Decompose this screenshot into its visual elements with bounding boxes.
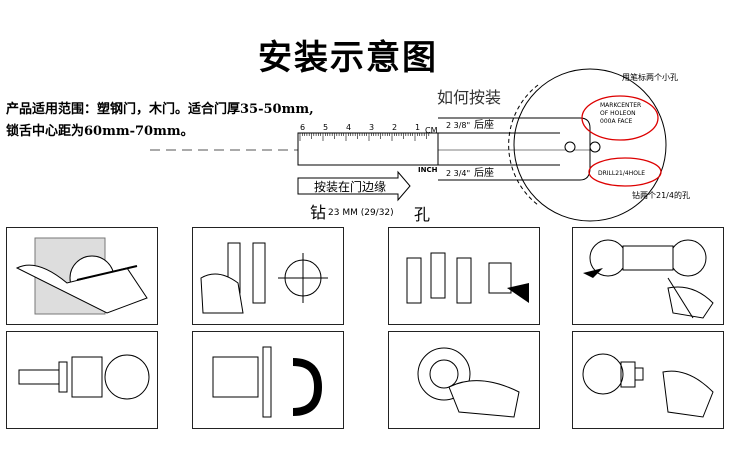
lock-chassis: [212, 356, 259, 398]
spindle: [634, 367, 644, 381]
product-scope-text: 产品适用范围：塑钢门，木门。适合门厚35-50mm,: [6, 102, 314, 117]
mark-hole: [564, 141, 576, 153]
ruler-cm-tick-label: 1: [415, 123, 420, 132]
inner-dashed-arc: [508, 84, 539, 206]
ruler: [297, 132, 439, 166]
ruler-ticks: [299, 133, 430, 141]
step-panel-6: [192, 331, 344, 429]
step-panel-4: [572, 227, 724, 325]
mark-center-ellipse: [581, 95, 659, 141]
mark-hole: [589, 141, 601, 153]
step-panel-8: [572, 331, 724, 429]
hand-icon: [662, 370, 714, 418]
backset-top-label: 后座: [474, 118, 494, 131]
install-edge-arrow: [297, 170, 411, 202]
page-title: 安装示意图: [258, 38, 438, 78]
drill-hole-ellipse: [588, 157, 662, 187]
backset-bottom-label: 后座: [474, 166, 494, 179]
knob-circle: [104, 354, 150, 400]
latch-plate: [430, 252, 446, 299]
ruler-cm-tick-label: 5: [323, 123, 328, 132]
drill-suffix: 孔: [414, 205, 430, 224]
drill-note: 钻两个21/4的孔: [632, 190, 690, 200]
ruler-cm-tick-label: 6: [300, 123, 305, 132]
step-panel-3: [388, 227, 540, 325]
backset-bottom-value: 2 3/4": [446, 169, 470, 178]
ruler-cm-tick-label: 3: [369, 123, 374, 132]
install-edge-text: 按装在门边缘: [314, 179, 386, 194]
ruler-cm-tick-label: 4: [346, 123, 351, 132]
hand-icon: [667, 286, 714, 319]
latch-backset-text: 锁舌中心距为60mm-70mm。: [6, 124, 194, 139]
door-panel: [262, 346, 272, 418]
drill-hole-text: DRILL21/4HOLE: [598, 170, 645, 177]
pen-icon: [76, 265, 138, 281]
knob-circle: [582, 353, 624, 395]
latch-bolt: [18, 369, 60, 385]
ruler-cm-tick-label: 2: [392, 123, 397, 132]
drill-prefix: 钻: [310, 203, 326, 222]
mark-note: 用笔标两个小孔: [622, 72, 678, 82]
mark-center-line2: OF HOLEON: [600, 110, 636, 117]
step-panel-2: [192, 227, 344, 325]
lock-body: [622, 245, 674, 271]
arrow-icon: [583, 268, 603, 278]
rose-cover: [292, 358, 323, 416]
door-edge: [252, 242, 266, 304]
step-panel-1: [6, 227, 158, 325]
knob-outline-circle: [513, 68, 667, 222]
step-panel-7: [388, 331, 540, 429]
backset-top-value: 2 3/8": [446, 121, 470, 130]
ruler-cm-label: CM: [425, 126, 438, 135]
how-to-install-label: 如何按装: [437, 88, 502, 107]
hand-icon: [200, 273, 244, 314]
arrow-icon: [507, 283, 529, 303]
latch-housing: [488, 262, 512, 294]
spindle-ring: [429, 359, 459, 389]
mark-center-line3: 000A FACE: [600, 118, 633, 125]
step-panel-5: [6, 331, 158, 429]
mark-center-line1: MARKCENTER: [600, 102, 641, 109]
latch-plate: [406, 257, 422, 304]
screwdriver-icon: [667, 277, 694, 319]
latch-plate: [456, 257, 472, 304]
ruler-inch-label: INCH: [418, 166, 438, 174]
door-panel: [58, 361, 68, 393]
rose-plate: [71, 356, 103, 398]
knob-circle: [669, 239, 707, 277]
drill-size-text: 23 MM (29/32): [328, 208, 394, 218]
hand-icon: [448, 380, 520, 418]
hand-icon: [15, 264, 148, 314]
